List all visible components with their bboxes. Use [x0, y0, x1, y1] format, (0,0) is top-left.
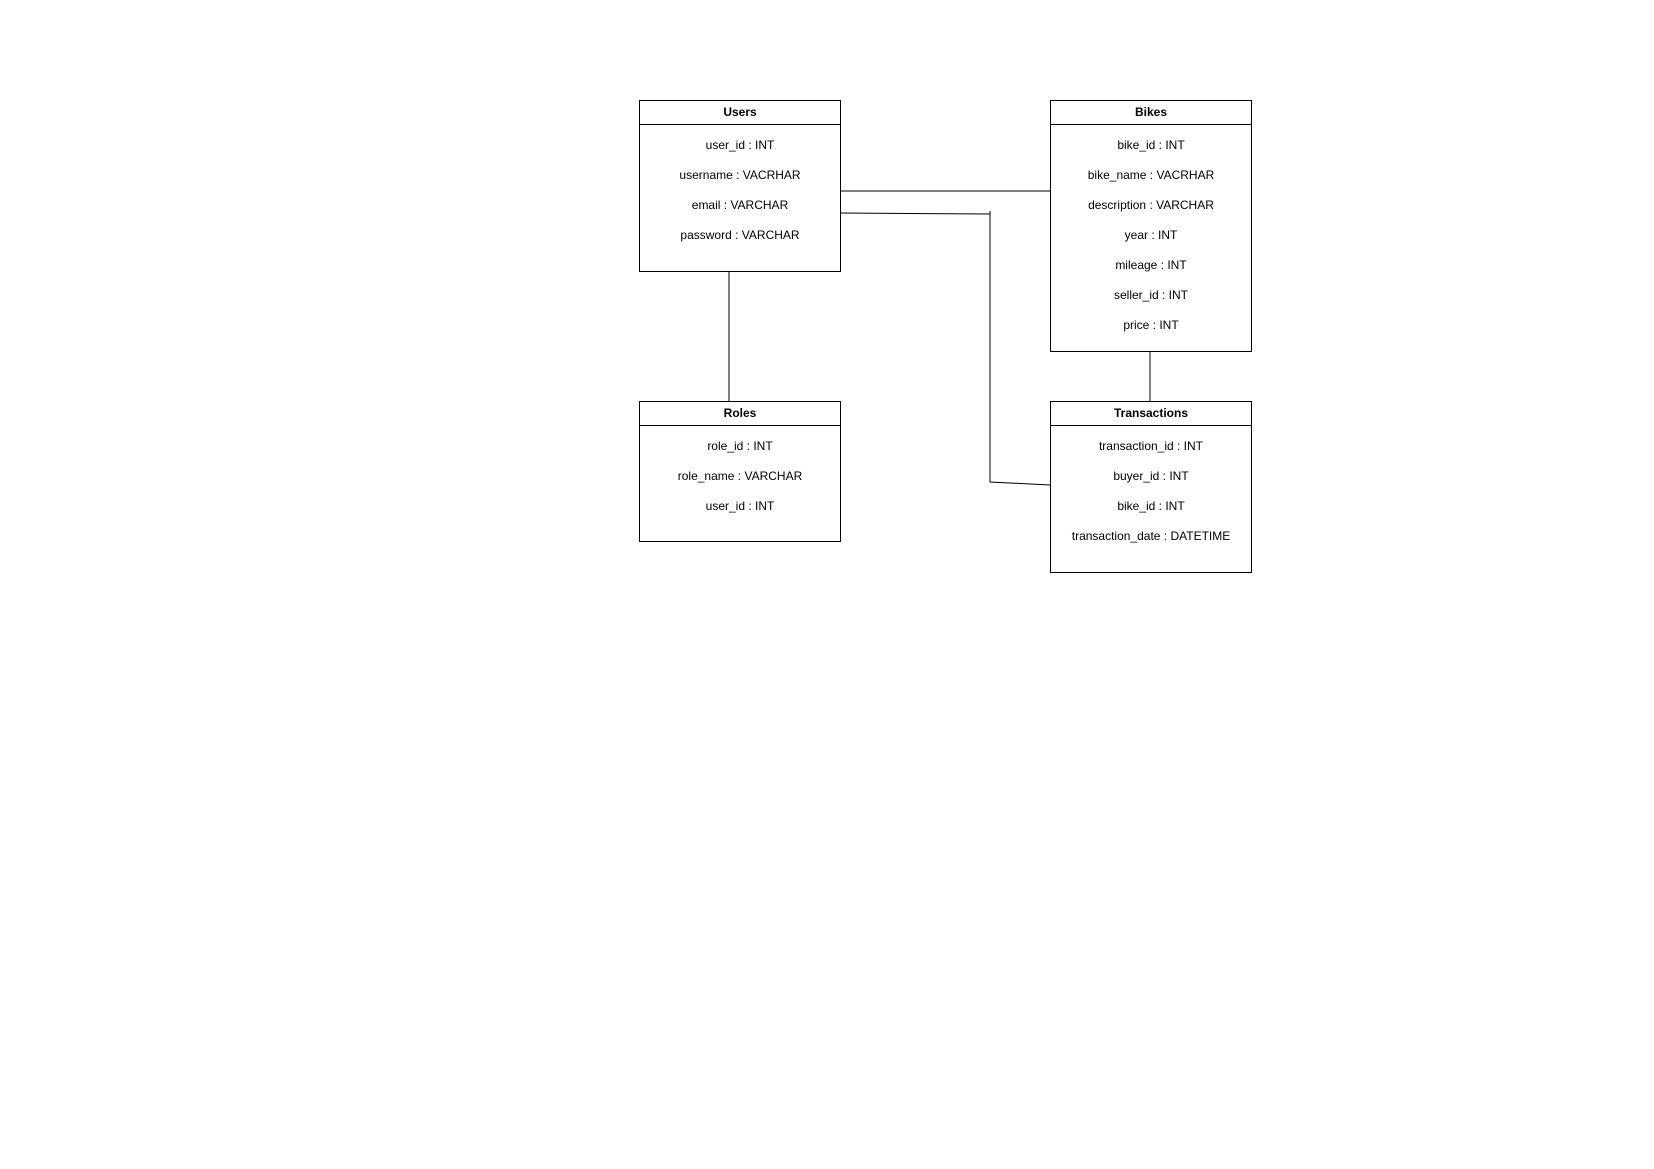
- entity-transactions-title: Transactions: [1051, 402, 1251, 426]
- attribute-transaction-id: transaction_id : INT: [1098, 439, 1204, 453]
- attribute-buyer-id: buyer_id : INT: [1113, 469, 1189, 483]
- attribute-password: password : VARCHAR: [680, 228, 800, 242]
- connector-users-transactions: [840, 212, 1051, 486]
- attribute-username: username : VACRHAR: [679, 168, 801, 182]
- entity-transactions-attributes: transaction_id : INT buyer_id : INT bike…: [1051, 426, 1251, 554]
- entity-users-title: Users: [640, 101, 840, 125]
- entity-transactions[interactable]: Transactions transaction_id : INT buyer_…: [1050, 401, 1252, 573]
- entity-bikes-title: Bikes: [1051, 101, 1251, 125]
- attribute-bike-id: bike_id : INT: [1117, 138, 1185, 152]
- attribute-seller-id: seller_id : INT: [1113, 288, 1189, 302]
- attribute-description: description : VARCHAR: [1088, 198, 1214, 212]
- entity-roles-title: Roles: [640, 402, 840, 426]
- attribute-year: year : INT: [1124, 228, 1178, 242]
- attribute-mileage: mileage : INT: [1115, 258, 1187, 272]
- attribute-transaction-date: transaction_date : DATETIME: [1071, 529, 1231, 543]
- entity-users-attributes: user_id : INT username : VACRHAR email :…: [640, 125, 840, 253]
- entity-roles[interactable]: Roles role_id : INT role_name : VARCHAR …: [639, 401, 841, 542]
- attribute-role-user-id: user_id : INT: [705, 499, 775, 513]
- entity-roles-attributes: role_id : INT role_name : VARCHAR user_i…: [640, 426, 840, 524]
- attribute-role-name: role_name : VARCHAR: [677, 469, 803, 483]
- attribute-email: email : VARCHAR: [691, 198, 789, 212]
- entity-users[interactable]: Users user_id : INT username : VACRHAR e…: [639, 100, 841, 272]
- attribute-price: price : INT: [1123, 318, 1179, 332]
- entity-bikes-attributes: bike_id : INT bike_name : VACRHAR descri…: [1051, 125, 1251, 343]
- attribute-bike-name: bike_name : VACRHAR: [1087, 168, 1215, 182]
- attribute-user-id: user_id : INT: [705, 138, 775, 152]
- attribute-role-id: role_id : INT: [707, 439, 773, 453]
- attribute-transaction-bike-id: bike_id : INT: [1117, 499, 1185, 513]
- entity-bikes[interactable]: Bikes bike_id : INT bike_name : VACRHAR …: [1050, 100, 1252, 352]
